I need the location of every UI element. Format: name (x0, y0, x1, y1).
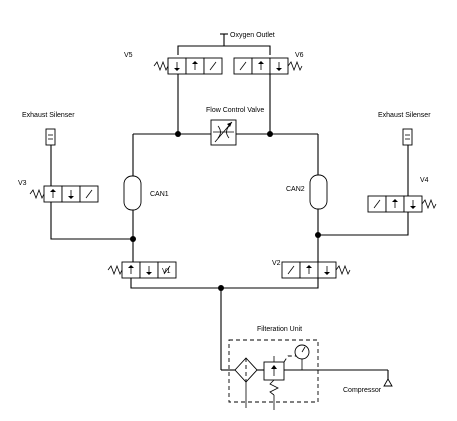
flow-control-valve-label: Flow Control Valve (206, 107, 264, 114)
compressor-label: Compressor (343, 387, 382, 394)
v3-return-line (50, 202, 133, 240)
junction-top-left (175, 131, 181, 137)
flow-control-valve (210, 119, 237, 146)
v5-label: V5 (124, 52, 133, 59)
valve-v2 (281, 261, 351, 279)
valve-v6 (233, 57, 303, 75)
v4-return-line (318, 212, 409, 236)
compressor-symbol (383, 370, 393, 387)
exhaust-silencer-right-label: Exhaust Silenser (378, 112, 431, 119)
can1-label: CAN1 (150, 191, 169, 198)
oxygen-outlet (220, 33, 228, 46)
outlet-manifold (177, 45, 271, 55)
pressure-gauge (294, 344, 310, 370)
exhaust-silencer-left (45, 128, 56, 146)
valve-v4 (367, 195, 437, 213)
filteration-unit-boundary (228, 339, 319, 403)
exhaust-silencer-right (402, 128, 413, 146)
filteration-unit-label: Filteration Unit (257, 326, 302, 333)
can1-vessel (123, 175, 142, 211)
can2-vessel (309, 174, 328, 210)
exhaust-silencer-left-label: Exhaust Silenser (22, 112, 75, 119)
v6-label: V6 (295, 52, 304, 59)
bottom-rail (130, 278, 319, 289)
valve-v1 (107, 261, 177, 279)
v4-label: V4 (420, 177, 429, 184)
filter-element (234, 357, 258, 408)
oxygen-outlet-label: Oxygen Outlet (230, 32, 275, 39)
pressure-regulator (263, 355, 296, 396)
valve-v3 (29, 185, 99, 203)
v3-label: V3 (18, 180, 27, 187)
junction-top-right (267, 131, 273, 137)
valve-v5 (153, 57, 223, 75)
can2-label: CAN2 (286, 186, 305, 193)
v2-label: V2 (272, 260, 281, 267)
v1-label: V1 (162, 268, 171, 275)
